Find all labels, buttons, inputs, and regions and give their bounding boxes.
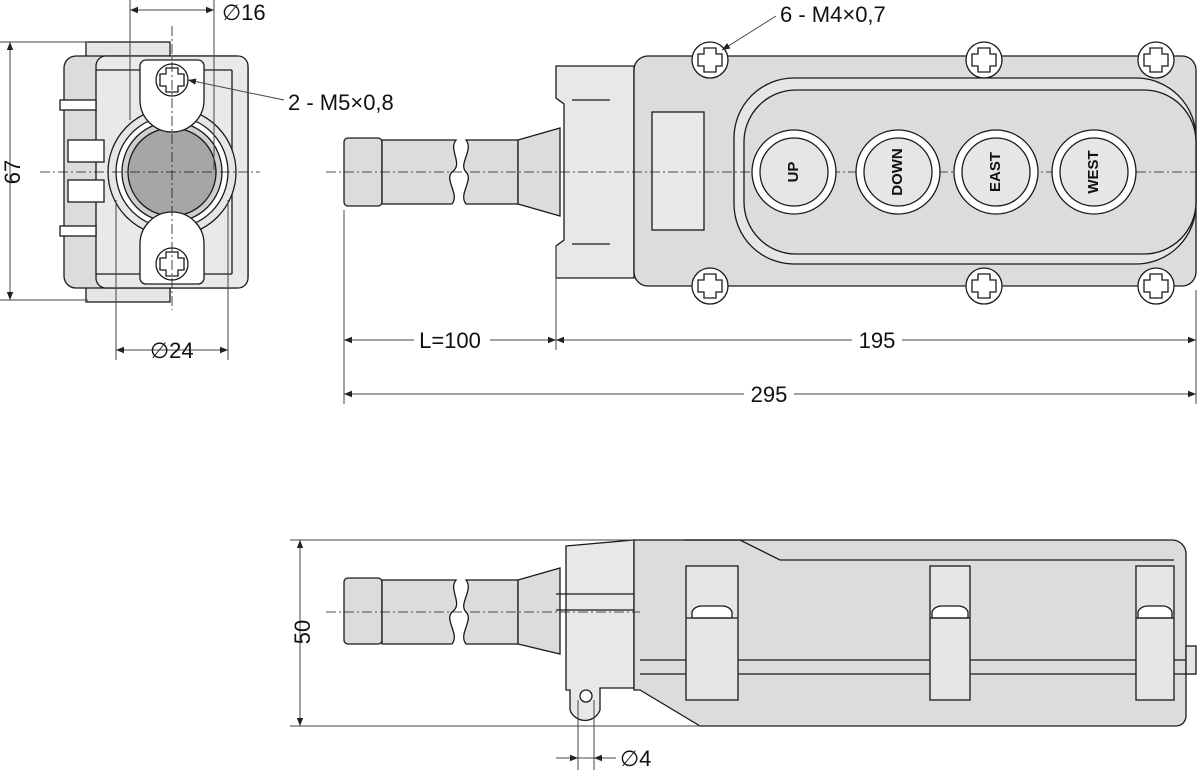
screw-icon (965, 41, 1003, 79)
button-east-label: EAST (987, 152, 1004, 192)
button-down[interactable]: DOWN (855, 129, 941, 215)
hanging-hole (579, 689, 593, 703)
label-plate (651, 111, 705, 231)
button-down-label: DOWN (889, 148, 906, 196)
side-strain-relief (565, 539, 635, 722)
button-up[interactable]: UP (751, 129, 837, 215)
dim-body-length: 195 (859, 328, 896, 353)
dim-total-length: 295 (751, 382, 788, 407)
side-button (685, 565, 739, 701)
dim-dia-16: ∅16 (222, 0, 266, 25)
thread-m4-label: 6 - M4×0,7 (780, 2, 886, 27)
side-cable-sleeve (343, 577, 383, 645)
screw-icon (691, 41, 729, 79)
side-view (326, 539, 1197, 727)
dim-67: 67 (0, 160, 25, 184)
screw-icon (691, 267, 729, 305)
dim-dia-24: ∅24 (150, 338, 194, 363)
dim-50: 50 (290, 620, 315, 644)
thread-m5-label: 2 - M5×0,8 (288, 90, 394, 115)
side-button (1135, 565, 1175, 701)
button-east[interactable]: EAST (953, 129, 1039, 215)
button-west-label: WEST (1085, 150, 1102, 193)
front-view (40, 26, 260, 310)
button-up-label: UP (785, 162, 802, 183)
dim-cable-length: L=100 (419, 328, 481, 353)
dim-dia-4: ∅4 (620, 746, 651, 770)
side-button (929, 565, 971, 701)
button-west[interactable]: WEST (1051, 129, 1137, 215)
screw-icon (1137, 267, 1175, 305)
screw-icon (1137, 41, 1175, 79)
screw-icon (965, 267, 1003, 305)
side-body (633, 539, 1187, 727)
